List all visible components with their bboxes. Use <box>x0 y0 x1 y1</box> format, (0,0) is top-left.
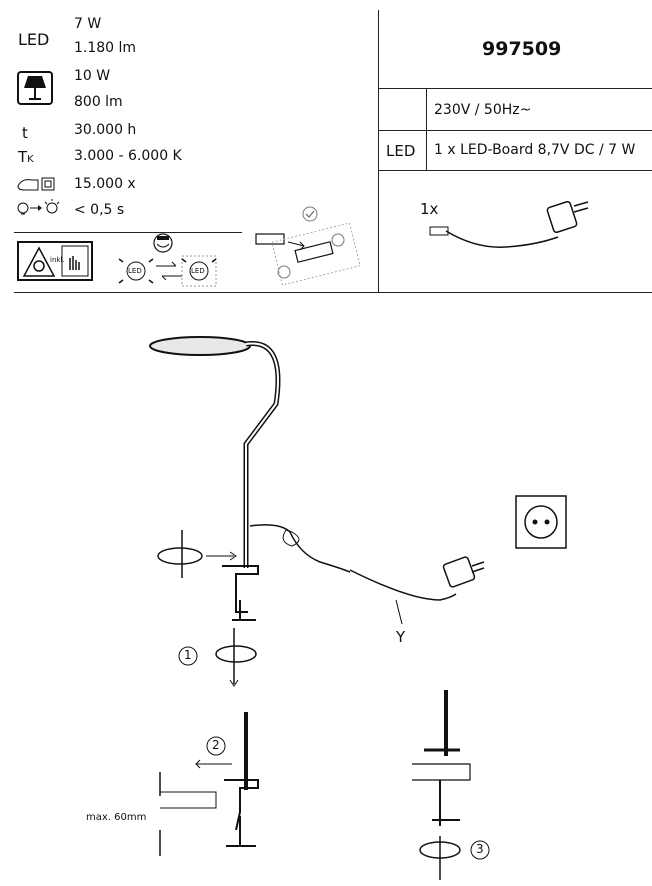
max-thickness-label: max. 60mm <box>86 812 147 823</box>
led-icon-left: LED <box>128 267 142 275</box>
switch-cycles-value: 15.000 x <box>74 176 136 192</box>
driver-icon <box>255 206 361 286</box>
warmup-icon <box>17 199 60 215</box>
service-icon <box>153 233 173 253</box>
lamp-shade-icon <box>17 71 53 105</box>
right-col-divider <box>426 88 427 170</box>
step-one-number: 1 <box>184 648 192 662</box>
warmup-value: < 0,5 s <box>74 202 125 218</box>
socket-icon <box>515 495 567 549</box>
step-three-number: 3 <box>476 842 484 856</box>
touch-icon <box>61 245 89 277</box>
desk-lamp-illustration <box>149 336 485 625</box>
led-power: 7 W <box>74 16 102 32</box>
step-two-number: 2 <box>212 738 220 752</box>
led-label: LED <box>18 30 50 49</box>
led-swap-icon <box>118 255 217 287</box>
led-lumen: 1.180 lm <box>74 40 137 56</box>
clamp-step-two <box>159 712 259 856</box>
adapter-quantity: 1x <box>420 200 439 218</box>
led-board-value: 1 x LED-Board 8,7V DC / 7 W <box>434 142 636 158</box>
lifetime-symbol: t <box>22 124 28 142</box>
left-inner-rule <box>14 232 242 233</box>
right-rule-2 <box>378 130 652 131</box>
right-rule-3 <box>378 170 652 171</box>
lifetime-value: 30.000 h <box>74 122 137 138</box>
incl-badge: inkl. <box>50 256 65 264</box>
colortemp-symbol: TK <box>18 148 34 166</box>
dimmer-icon <box>22 246 56 277</box>
dimmer-box <box>17 241 93 281</box>
check-icon <box>302 206 318 222</box>
led-row-label: LED <box>386 142 416 160</box>
led-icon-right: LED <box>191 267 205 275</box>
cable-label: Y <box>396 628 406 646</box>
voltage-value: 230V / 50Hz~ <box>434 102 532 118</box>
rotate-icon <box>157 530 257 687</box>
clamp-step-three <box>412 690 490 880</box>
bulb-lumen: 800 lm <box>74 94 123 110</box>
colortemp-value: 3.000 - 6.000 K <box>74 148 182 164</box>
colortemp-k: K <box>27 154 34 165</box>
bulb-power: 10 W <box>74 68 111 84</box>
product-code: 997509 <box>482 38 562 60</box>
header-divider-vertical <box>378 10 379 292</box>
header-bottom-rule <box>14 292 652 293</box>
switch-cycle-icon <box>17 177 55 191</box>
right-rule-1 <box>378 88 652 89</box>
colortemp-t: T <box>18 148 28 166</box>
power-adapter-icon <box>429 200 589 248</box>
